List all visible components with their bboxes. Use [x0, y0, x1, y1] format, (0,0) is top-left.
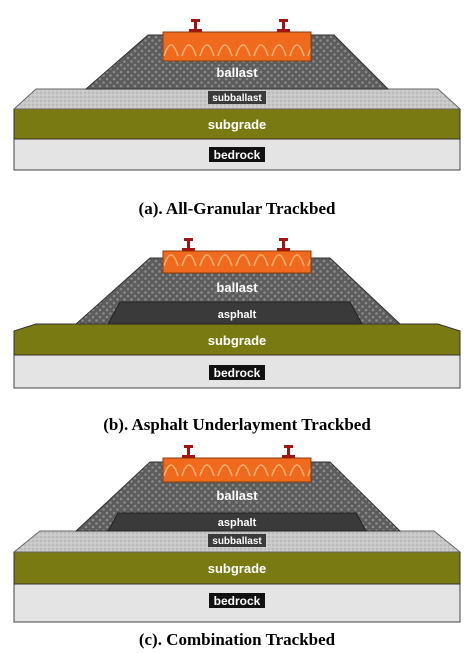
rail-right-icon: [277, 19, 290, 32]
subballast-label: subballast: [212, 536, 262, 547]
ballast-label: ballast: [216, 65, 258, 80]
caption-b: (b). Asphalt Underlayment Trackbed: [103, 415, 371, 434]
ballast-label: ballast: [216, 280, 258, 295]
subgrade-layer: [13, 323, 461, 356]
bedrock-label: bedrock: [214, 594, 261, 608]
panel-a: ballast subballast subgrade bedrock: [12, 19, 462, 171]
rail-left-icon: [189, 19, 202, 32]
rail-right-icon: [277, 238, 290, 251]
rail-left-icon: [182, 445, 195, 458]
subgrade-label: subgrade: [208, 561, 267, 576]
panel-c: ballast asphalt subballast subgrade bedr…: [12, 445, 462, 623]
subgrade-layer: [13, 551, 461, 585]
panel-b: ballast asphalt subgrade bedrock: [13, 238, 461, 389]
ties: [162, 31, 312, 62]
asphalt-layer: [107, 512, 367, 532]
asphalt-label: asphalt: [218, 309, 257, 321]
subballast-label: subballast: [212, 93, 262, 104]
ties: [162, 457, 312, 483]
bedrock-label: bedrock: [214, 366, 261, 380]
rail-left-icon: [182, 238, 195, 251]
subgrade-label: subgrade: [208, 117, 267, 132]
bedrock-label: bedrock: [214, 148, 261, 162]
asphalt-layer: [107, 301, 363, 325]
subgrade-layer: [13, 108, 461, 140]
ballast-label: ballast: [216, 488, 258, 503]
caption-c: (c). Combination Trackbed: [138, 630, 336, 649]
asphalt-label: asphalt: [218, 517, 257, 529]
ties: [162, 250, 312, 274]
caption-a: (a). All-Granular Trackbed: [138, 199, 336, 218]
rail-right-icon: [282, 445, 295, 458]
subgrade-label: subgrade: [208, 333, 267, 348]
